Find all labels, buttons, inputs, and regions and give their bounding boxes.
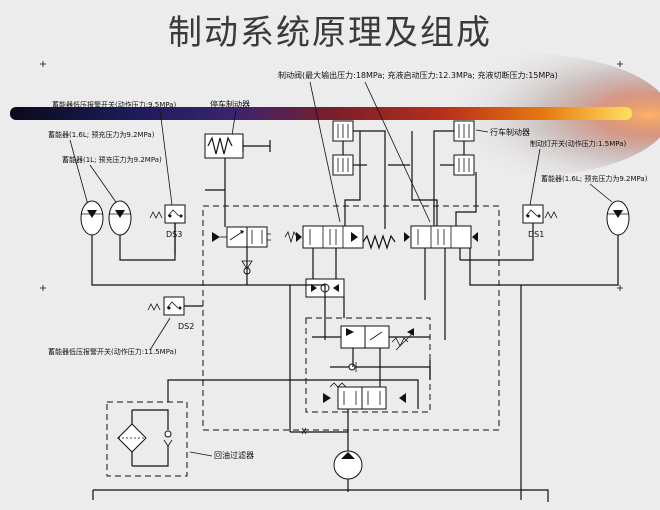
gradient-bar [10,107,632,120]
accumulator-left-1 [80,200,104,236]
check-valve-main [330,362,405,372]
ds1-label: DS1 [528,230,544,239]
page-title: 制动系统原理及组成 [168,13,492,53]
label-brake-valve: 制动阀(最大输出压力:18MPa; 充液启动压力:12.3MPa; 充液切断压力… [278,70,558,80]
junction-cross [301,427,307,435]
pressure-switch-ds3: DS3 [149,204,186,239]
pressure-switch-ds1: DS1 [522,204,558,239]
flow-control-valve [323,382,406,410]
service-brake-right-1 [453,120,475,142]
brake-piping [342,130,465,229]
charging-valve [340,325,414,351]
label-accumulator-low-switch: 蓄能器低压报警开关(动作压力:9.5MPa) [52,100,176,109]
brake-valve-b [404,225,478,249]
accumulator-right [606,200,630,236]
label-park-brake: 停车制动器 [210,99,250,109]
park-valve [212,226,271,248]
label-stop-light-switch: 制动灯开关(动作压力:1.5MPa) [530,139,626,148]
label-park-pressure-switch: 蓄能器低压报警开关(动作压力:11.5MPa) [48,347,177,356]
label-service-brake: 行车制动器 [490,127,530,137]
park-brake-cylinder [204,133,271,190]
accumulator-left-2 [108,200,132,236]
corner-marks [40,61,623,291]
brake-valve-a [284,225,364,249]
label-return-filter: 回油过滤器 [214,450,254,460]
service-brake-left-2 [332,154,354,176]
service-brake-left-1 [332,120,354,142]
label-accumulator-left-1: 蓄能器(1.6L; 预充压力为9.2MPa) [48,130,155,139]
ds3-label: DS3 [166,230,182,239]
valve-spring [362,234,396,250]
label-accumulator-right: 蓄能器(1.6L; 预充压力为9.2MPa) [541,174,648,183]
pressure-switch-ds2: DS2 [147,296,194,331]
service-brake-right-2 [453,154,475,176]
label-accumulator-left-2: 蓄能器(1L; 预充压力为9.2MPa) [62,155,162,164]
ds2-label: DS2 [178,322,194,331]
hydraulic-pump [333,450,363,492]
return-filter [106,401,188,477]
hydraulic-piping [91,131,619,502]
